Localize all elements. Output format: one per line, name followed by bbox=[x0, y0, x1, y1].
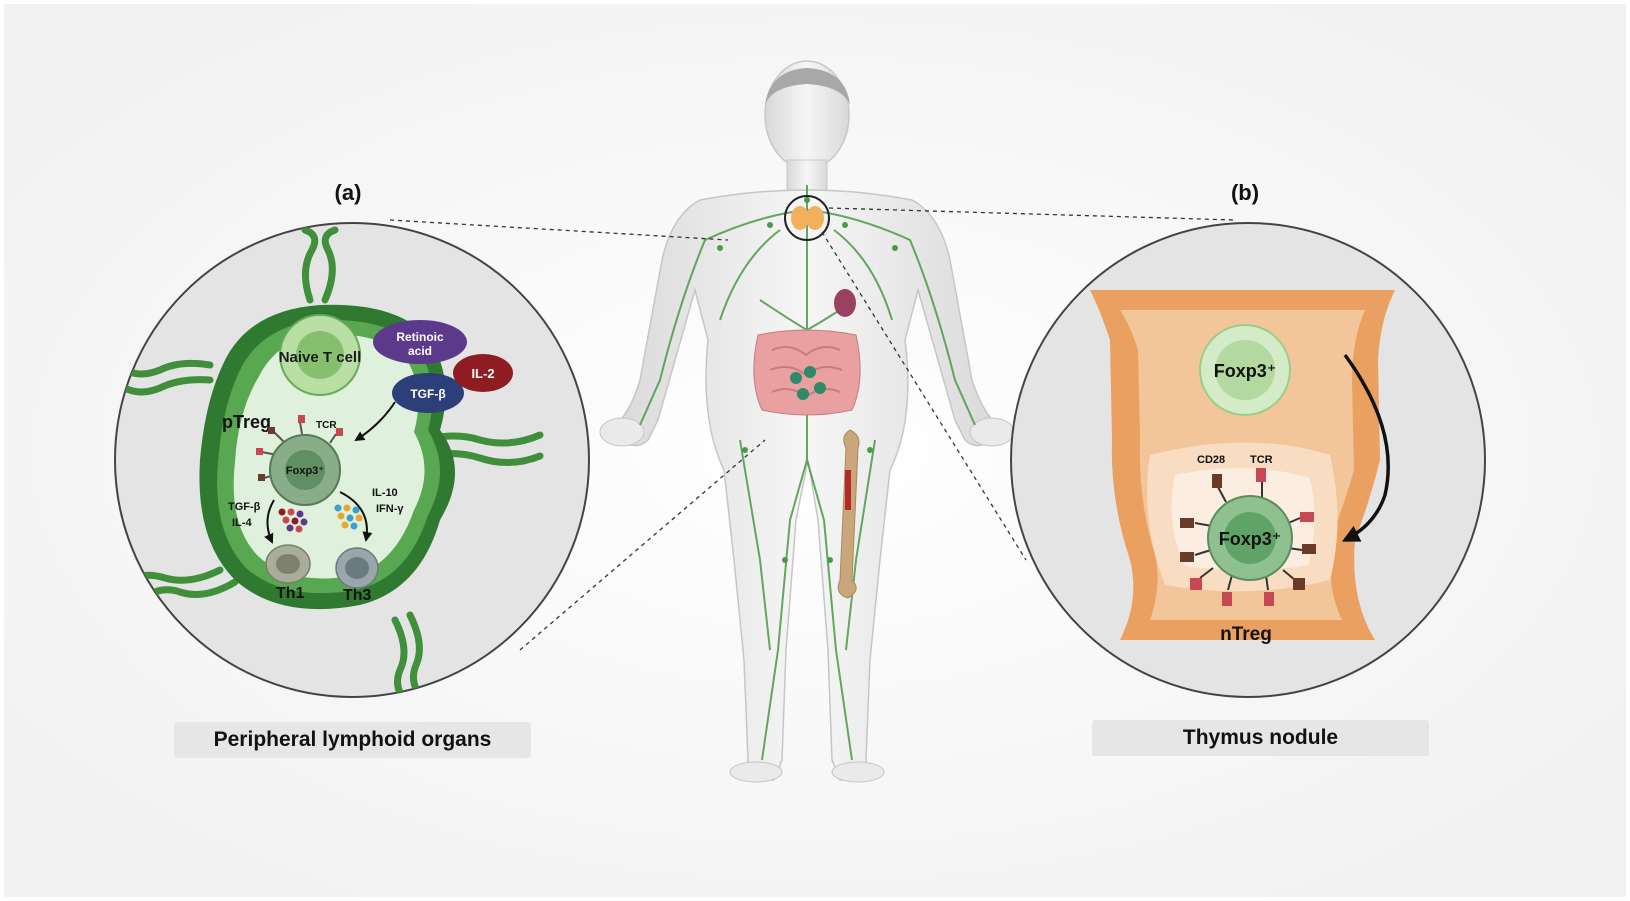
retinoic-label-1: Retinoic bbox=[396, 330, 444, 344]
cytokine-dots-right bbox=[334, 504, 363, 530]
th3-label: Th3 bbox=[343, 587, 372, 604]
differentiation-arrow bbox=[354, 401, 396, 442]
tgf-beta-label: TGF-β bbox=[410, 387, 445, 401]
thymus-foxp3-bottom-label: Foxp3⁺ bbox=[1219, 529, 1282, 549]
ntreg-receptors bbox=[1180, 468, 1316, 606]
th1-label: Th1 bbox=[276, 585, 305, 602]
arrow-to-th1 bbox=[264, 499, 275, 544]
cytokine-right-1: IL-10 bbox=[372, 487, 398, 499]
cytokine-left-1: TGF-β bbox=[228, 501, 261, 513]
il-2-label: IL-2 bbox=[471, 366, 494, 381]
retinoic-acid-oval bbox=[373, 320, 467, 364]
retinoic-label-2: acid bbox=[408, 344, 432, 358]
thymus-arrow bbox=[1341, 353, 1390, 542]
tgf-beta-oval bbox=[392, 373, 464, 413]
tcr-label-a: TCR bbox=[316, 420, 337, 431]
thymus-highlight-circle bbox=[784, 195, 830, 241]
zoom-lines bbox=[389, 207, 1236, 651]
cytokine-dots-left bbox=[278, 508, 308, 533]
human-body bbox=[599, 60, 1015, 783]
arrow-to-th3 bbox=[339, 491, 373, 542]
ntreg-label: nTreg bbox=[1220, 624, 1272, 645]
il-2-oval bbox=[453, 354, 513, 392]
caption-peripheral-lymphoid-organs: Peripheral lymphoid organs bbox=[174, 722, 531, 758]
panel-a-label: (a) bbox=[335, 180, 362, 205]
caption-thymus-nodule: Thymus nodule bbox=[1092, 720, 1429, 756]
thymus-foxp3-top-label: Foxp3⁺ bbox=[1214, 361, 1277, 381]
cytokine-left-2: IL-4 bbox=[232, 517, 252, 529]
panel-a: Naive T cell Retinoic acid TGF-β IL-2 pT… bbox=[114, 180, 590, 698]
naive-t-cell-label: Naive T cell bbox=[279, 349, 362, 366]
panel-b: Foxp3⁺ bbox=[1010, 180, 1486, 698]
panel-b-label: (b) bbox=[1231, 180, 1259, 205]
cd28-label: CD28 bbox=[1197, 454, 1225, 466]
tcr-label-b: TCR bbox=[1250, 454, 1273, 466]
ptreg-label: pTreg bbox=[222, 412, 271, 432]
cytokine-right-2: IFN-γ bbox=[376, 503, 404, 515]
ptreg-foxp3-label: Foxp3⁺ bbox=[286, 465, 324, 477]
